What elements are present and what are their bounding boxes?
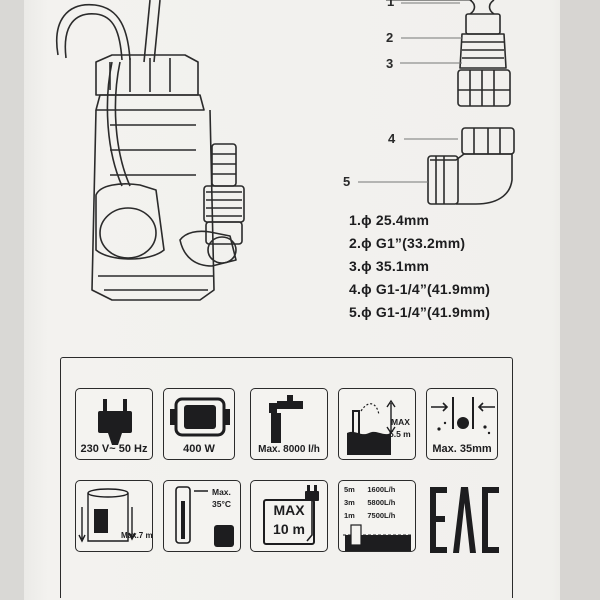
- depth-row-5m: 5m 1600L/h: [344, 485, 395, 494]
- spec-item: 2.ϕ G1”(33.2mm): [349, 235, 466, 251]
- immersion-icon: [78, 488, 136, 543]
- callout-5: 5: [343, 174, 351, 189]
- particle-size-tile: Max. 35mm: [426, 388, 498, 460]
- depth-value: 1m: [344, 511, 355, 520]
- spec-item: 5.ϕ G1-1/4”(41.9mm): [349, 304, 491, 320]
- wattage-label: 400 W: [183, 443, 215, 455]
- depth-flow-value: 5800L/h: [367, 498, 396, 507]
- spec-item: 4.ϕ G1-1/4”(41.9mm): [349, 281, 491, 297]
- cable-length-value: 10 m: [273, 521, 305, 537]
- faucet-icon: [269, 395, 303, 443]
- depth-row-3m: 3m 5800L/h: [344, 498, 395, 507]
- callout-1: 1: [387, 0, 395, 9]
- particle-icon: [431, 397, 495, 435]
- wattage-tile: 400 W: [163, 388, 235, 460]
- eac-certification-mark: [430, 487, 499, 553]
- depth-value: 3m: [344, 498, 355, 507]
- motor-icon: [170, 397, 230, 437]
- thermometer-icon: [175, 486, 234, 547]
- max-head-label: MAX: [391, 417, 410, 427]
- particle-size-label: Max. 35mm: [432, 443, 492, 455]
- head-height-icon: [347, 399, 396, 455]
- power-supply-tile: 230 V~ 50 Hz: [75, 388, 153, 460]
- callout-4: 4: [388, 131, 396, 146]
- plug-icon: [98, 399, 132, 445]
- max-head-value: 5.5 m: [389, 429, 411, 439]
- immersion-depth-label: Max.7 m: [121, 531, 153, 540]
- depth-flow-value: 7500L/h: [367, 511, 396, 520]
- temperature-tile: Max. 35°C: [163, 480, 241, 552]
- temperature-value: 35°C: [212, 499, 231, 509]
- page-edge-right: [560, 0, 600, 600]
- cable-max-label: MAX: [273, 502, 305, 518]
- spec-item: 1.ϕ 25.4mm: [349, 212, 430, 228]
- pump-illustration: [56, 0, 515, 301]
- immersion-depth-tile: Max.7 m: [75, 480, 153, 552]
- callout-3: 3: [386, 56, 394, 71]
- cable-length-tile: MAX 10 m: [250, 480, 328, 552]
- flow-rate-tile: Max. 8000 l/h: [250, 388, 328, 460]
- spec-icon-panel: [60, 357, 513, 598]
- cable-length-box: MAX 10 m: [263, 499, 315, 545]
- flow-rate-label: Max. 8000 l/h: [258, 444, 320, 455]
- depth-flow-value: 1600L/h: [367, 485, 396, 494]
- part-spec-list: 1.ϕ 25.4mm 2.ϕ G1”(33.2mm) 3.ϕ 35.1mm 4.…: [349, 210, 490, 325]
- temperature-max-label: Max.: [212, 487, 231, 497]
- cable-plug-icon: [305, 485, 319, 542]
- max-head-tile: MAX 5.5 m: [338, 388, 416, 460]
- pump-depth-icon: [343, 524, 413, 551]
- spec-item: 3.ϕ 35.1mm: [349, 258, 430, 274]
- power-supply-label: 230 V~ 50 Hz: [80, 443, 148, 455]
- page-edge-left: [0, 0, 24, 600]
- depth-value: 5m: [344, 485, 355, 494]
- flow-by-depth-tile: 5m 1600L/h 3m 5800L/h 1m 7500L/h: [338, 480, 416, 552]
- depth-row-1m: 1m 7500L/h: [344, 511, 395, 520]
- callout-2: 2: [386, 30, 394, 45]
